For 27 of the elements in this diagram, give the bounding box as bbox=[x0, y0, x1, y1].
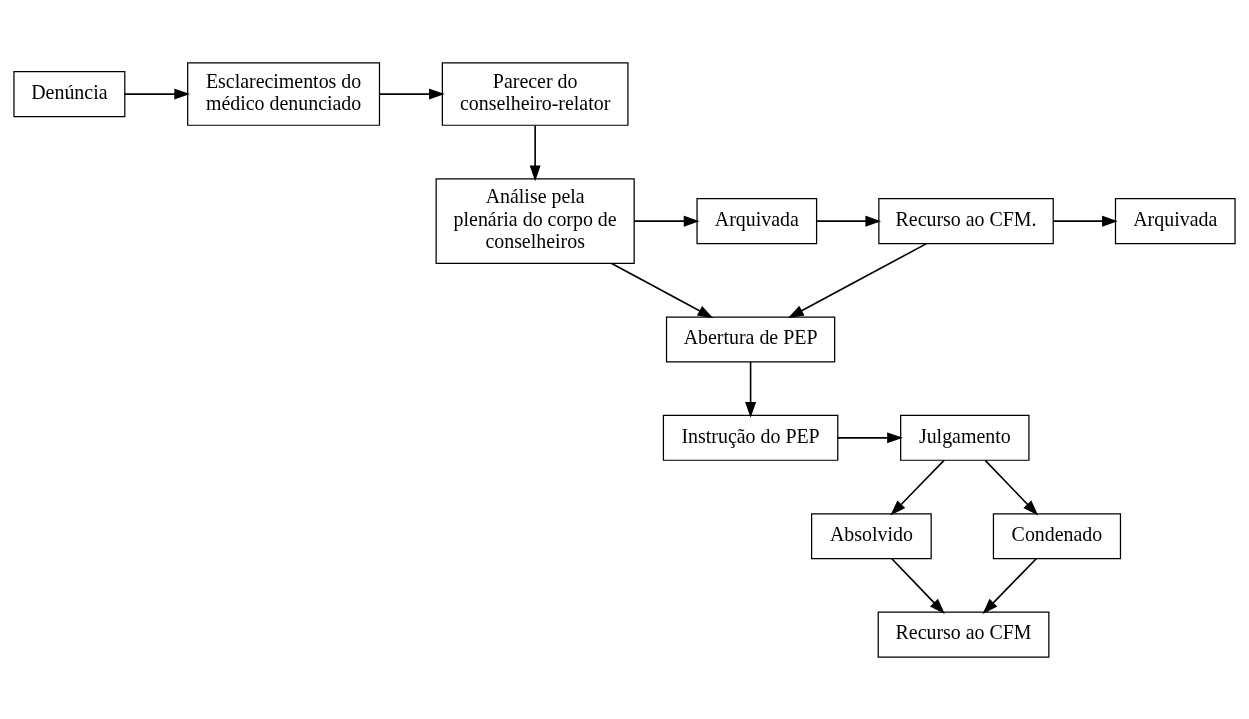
arrow bbox=[816, 215, 882, 227]
arrow bbox=[982, 557, 1038, 614]
arrow bbox=[891, 557, 945, 614]
arrow bbox=[529, 124, 541, 181]
node-box: Arquivada bbox=[696, 197, 818, 244]
node-box: Recurso ao CFM bbox=[877, 611, 1050, 658]
arrow bbox=[124, 88, 191, 100]
node-box: Denúncia bbox=[13, 70, 126, 117]
arrow bbox=[633, 215, 700, 227]
arrow bbox=[837, 431, 903, 443]
node-box: Instrução do PEP bbox=[662, 414, 839, 461]
arrow bbox=[379, 88, 445, 100]
node-box: Esclarecimentos do médico denunciado bbox=[187, 61, 381, 126]
arrow bbox=[788, 242, 928, 318]
arrow bbox=[984, 459, 1039, 515]
arrow bbox=[1052, 215, 1118, 227]
node-box: Condenado bbox=[992, 512, 1122, 559]
arrow bbox=[745, 360, 757, 418]
arrow bbox=[890, 459, 945, 515]
arrow bbox=[610, 262, 714, 318]
node-box: Julgamento bbox=[900, 414, 1030, 461]
node-box: Análise pela plenária do corpo de conselheiros bbox=[435, 177, 635, 264]
node-box: Recurso ao CFM. bbox=[878, 197, 1054, 244]
node-box: Abertura de PEP bbox=[665, 315, 836, 362]
node-box: Parecer do conselheiro-relator bbox=[441, 61, 629, 126]
node-box: Arquivada bbox=[1114, 197, 1236, 244]
node-box: Absolvido bbox=[811, 512, 932, 559]
